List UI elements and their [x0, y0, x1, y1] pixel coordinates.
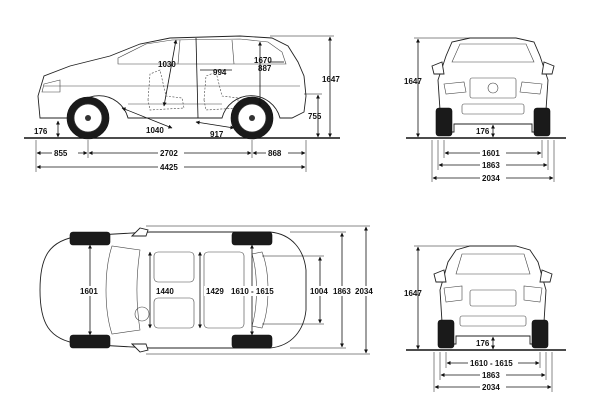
front-left-headlight — [443, 81, 467, 95]
top-rear-shoulder-label: 1429 — [206, 287, 224, 296]
front-clearance-label: 176 — [476, 127, 490, 136]
front-body-width-bg — [480, 160, 506, 170]
side-rear-legroom-line — [195, 120, 235, 130]
side-c-pillar — [231, 39, 235, 65]
front-right-headlight — [519, 81, 543, 95]
rear-height-label: 1647 — [404, 289, 422, 298]
side-rear-legroom-label: 917 — [210, 130, 224, 139]
side-cargo-height-1-label: 1670 — [254, 56, 272, 65]
top-front-right-seat — [153, 297, 195, 329]
side-front-legroom-label: 1040 — [146, 126, 164, 135]
top-front-left-seat — [153, 251, 195, 283]
top-front-right-tire — [69, 334, 111, 349]
rear-left-taillight — [443, 285, 463, 303]
top-rear-shoulder-bg — [204, 286, 228, 296]
top-rear-track-bg — [230, 286, 278, 296]
front-view: 1647 176 1601 1863 2034 — [404, 37, 566, 183]
side-rear-headroom-line — [195, 37, 199, 119]
side-length-bg — [158, 162, 184, 172]
front-left-mirror — [431, 61, 445, 75]
rear-tailgate-panel — [469, 289, 517, 307]
front-track-label: 1601 — [482, 149, 500, 158]
top-front-track-bg — [78, 286, 102, 296]
rear-car-body — [439, 245, 547, 345]
rear-clearance-label: 176 — [476, 339, 490, 348]
side-rear-overhang-bg — [266, 148, 288, 158]
side-front-headroom-label: 1030 — [158, 60, 176, 69]
side-rear-seat — [203, 71, 239, 111]
rear-body-width-bg — [480, 370, 506, 380]
side-clearance-label: 176 — [34, 127, 48, 136]
rear-window — [455, 253, 531, 275]
side-front-overhang-bg — [52, 148, 78, 158]
front-right-mirror — [541, 61, 555, 75]
front-lower-intake — [461, 103, 525, 115]
rear-left-mirror — [433, 269, 447, 283]
rear-view: 1647 176 1610 - 1615 1863 2034 — [404, 245, 566, 392]
top-rear-left-tire — [231, 231, 273, 246]
top-body-width-label: 1863 — [333, 287, 351, 296]
rear-mirror-width-bg — [480, 382, 506, 392]
top-mirror-width-bg — [354, 286, 378, 296]
front-track-bg — [480, 148, 506, 158]
top-cargo-width-label: 1004 — [310, 287, 328, 296]
top-cargo-width-bg — [308, 286, 332, 296]
side-wheelbase-label: 2702 — [160, 149, 178, 158]
rear-mirror-width-label: 2034 — [482, 383, 500, 392]
rear-track-label: 1610 - 1615 — [470, 359, 513, 368]
side-load-height-label: 755 — [308, 112, 322, 121]
side-a-pillar — [177, 39, 181, 65]
top-windshield — [105, 245, 141, 335]
top-rear-right-tire — [231, 334, 273, 349]
side-length-label: 4425 — [160, 163, 178, 172]
side-view: 1030 994 1670 887 1040 917 1647 755 176 … — [24, 35, 340, 172]
side-rear-overhang-label: 868 — [268, 149, 282, 158]
rear-bumper — [459, 315, 527, 327]
front-height-label: 1647 — [404, 77, 422, 86]
side-headlight — [41, 79, 61, 93]
side-front-hub — [85, 115, 91, 121]
front-body-width-label: 1863 — [482, 161, 500, 170]
side-front-overhang-label: 855 — [54, 149, 68, 158]
front-right-tire — [533, 107, 551, 137]
front-car-body — [437, 37, 549, 133]
top-right-mirror — [130, 343, 149, 353]
front-mirror-width-label: 2034 — [482, 174, 500, 183]
rear-right-taillight — [523, 285, 543, 303]
front-windshield — [451, 43, 535, 63]
front-left-tire — [435, 107, 453, 137]
top-front-left-tire — [69, 231, 111, 246]
side-cargo-height-2-label: 887 — [258, 64, 272, 73]
side-rear-hub — [249, 115, 255, 121]
front-grille — [469, 77, 517, 99]
side-height-label: 1647 — [322, 75, 340, 84]
top-body-width-bg — [332, 286, 354, 296]
rear-right-tire — [531, 319, 549, 349]
front-logo-icon — [487, 82, 499, 94]
top-left-mirror — [130, 227, 149, 237]
side-front-legroom-line — [121, 107, 173, 129]
top-view: 1601 1440 1429 1610 - 1615 1004 1863 203… — [39, 225, 378, 355]
top-front-shoulder-bg — [154, 286, 178, 296]
side-rear-headroom-label: 994 — [213, 68, 227, 77]
top-rear-track-label: 1610 - 1615 — [231, 287, 274, 296]
rear-body-width-label: 1863 — [482, 371, 500, 380]
top-mirror-width-label: 2034 — [355, 287, 373, 296]
side-wheelbase-bg — [158, 148, 184, 158]
side-front-headroom-line — [162, 39, 178, 107]
rear-left-tire — [437, 319, 455, 349]
top-front-track-label: 1601 — [80, 287, 98, 296]
rear-right-mirror — [539, 269, 553, 283]
front-mirror-width-bg — [480, 173, 506, 183]
rear-track-bg — [468, 358, 518, 368]
top-front-shoulder-label: 1440 — [156, 287, 174, 296]
